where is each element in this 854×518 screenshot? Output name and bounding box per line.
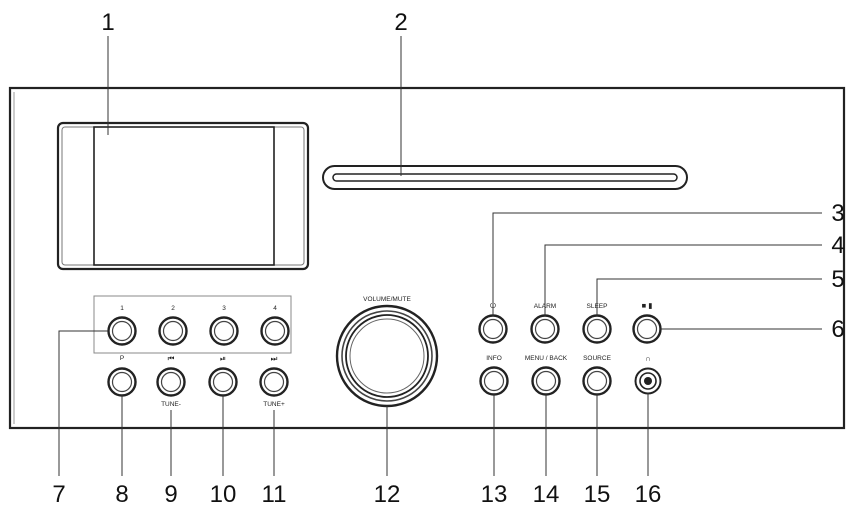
preset-label-3: 3	[222, 305, 226, 312]
prev-icon: ⏮	[168, 354, 175, 363]
next-tune-plus-button[interactable]	[259, 367, 289, 397]
callout-15: 15	[584, 481, 611, 508]
callout-8: 8	[115, 481, 128, 508]
callout-11: 11	[262, 481, 287, 508]
play-pause-icon: ⏯	[220, 354, 226, 363]
callout-7: 7	[52, 481, 65, 508]
preset-group-box	[93, 295, 292, 354]
play-pause-button[interactable]	[208, 367, 238, 397]
next-icon: ⏭	[271, 354, 278, 363]
display-screen	[93, 126, 275, 266]
preset-label-1: 1	[120, 305, 124, 312]
alarm-button[interactable]	[530, 314, 560, 344]
preset-button-3[interactable]	[209, 316, 239, 346]
callout-6: 6	[831, 316, 844, 343]
sleep-button[interactable]	[582, 314, 612, 344]
source-button[interactable]	[582, 366, 612, 396]
headphone-icon: ∩	[645, 354, 650, 363]
preset-button-4[interactable]	[260, 316, 290, 346]
callout-12: 12	[374, 481, 401, 508]
callout-9: 9	[164, 481, 177, 508]
info-label: INFO	[486, 355, 502, 362]
prev-tune-minus-button[interactable]	[156, 367, 186, 397]
cd-slot-opening	[332, 173, 678, 182]
callout-1: 1	[101, 9, 114, 36]
p-button[interactable]	[107, 367, 137, 397]
headphone-jack[interactable]	[634, 367, 662, 395]
info-button[interactable]	[479, 366, 509, 396]
power-icon: ⏻	[490, 301, 497, 310]
source-label: SOURCE	[583, 355, 611, 362]
callout-10: 10	[210, 481, 237, 508]
stop-eject-button[interactable]	[632, 314, 662, 344]
preset-label-4: 4	[273, 305, 277, 312]
stop-eject-icon: ■ ▮	[642, 301, 653, 310]
preset-button-2[interactable]	[158, 316, 188, 346]
callout-16: 16	[635, 481, 662, 508]
tune-plus-label: TUNE+	[263, 401, 285, 408]
menu-back-label: MENU / BACK	[525, 355, 568, 362]
callout-14: 14	[533, 481, 560, 508]
cd-slot	[322, 165, 688, 190]
callout-2: 2	[394, 9, 407, 36]
leader-lines	[58, 36, 822, 476]
menu-back-button[interactable]	[531, 366, 561, 396]
volume-mute-knob[interactable]	[335, 304, 439, 408]
callout-4: 4	[831, 232, 844, 259]
preset-button-1[interactable]	[107, 316, 137, 346]
volume-label: VOLUME/MUTE	[363, 296, 411, 303]
preset-label-2: 2	[171, 305, 175, 312]
tune-minus-label: TUNE-	[161, 401, 181, 408]
p-label: P	[120, 355, 124, 362]
callout-5: 5	[831, 266, 844, 293]
callout-3: 3	[831, 200, 844, 227]
power-button[interactable]	[478, 314, 508, 344]
callout-13: 13	[481, 481, 508, 508]
